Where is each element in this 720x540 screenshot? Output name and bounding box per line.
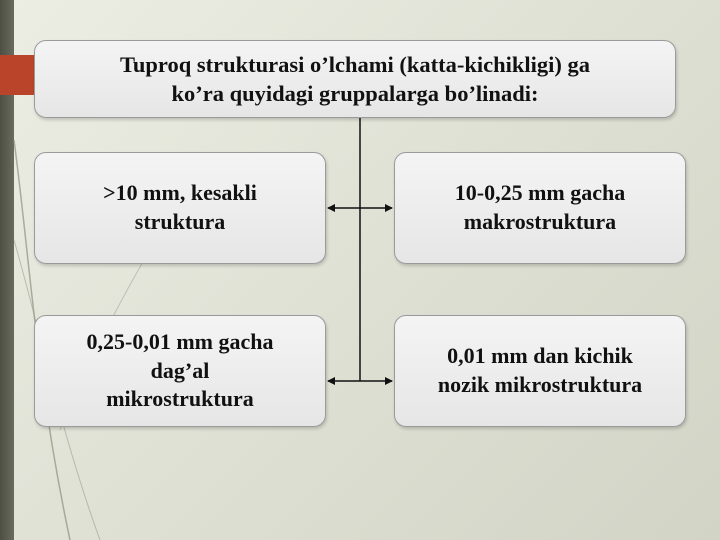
left-accent-bar <box>0 0 14 540</box>
category-box-fine-micro: 0,01 mm dan kichik nozik mikrostruktura <box>394 315 686 427</box>
category-text-macro: 10-0,25 mm gacha makrostruktura <box>454 180 626 234</box>
category-text-fine-micro: 0,01 mm dan kichik nozik mikrostruktura <box>437 343 643 397</box>
category-box-coarse: >10 mm, kesakli struktura <box>34 152 326 264</box>
accent-tab <box>0 55 36 95</box>
header-box: Tuproq strukturasi o’lchami (katta-kichi… <box>34 40 676 118</box>
category-box-coarse-micro: 0,25-0,01 mm gacha dag’al mikrostruktura <box>34 315 326 427</box>
category-text-coarse: >10 mm, kesakli struktura <box>103 180 257 234</box>
category-text-coarse-micro: 0,25-0,01 mm gacha dag’al mikrostruktura <box>86 329 274 412</box>
header-text: Tuproq strukturasi o’lchami (katta-kichi… <box>119 51 591 106</box>
category-box-macro: 10-0,25 mm gacha makrostruktura <box>394 152 686 264</box>
